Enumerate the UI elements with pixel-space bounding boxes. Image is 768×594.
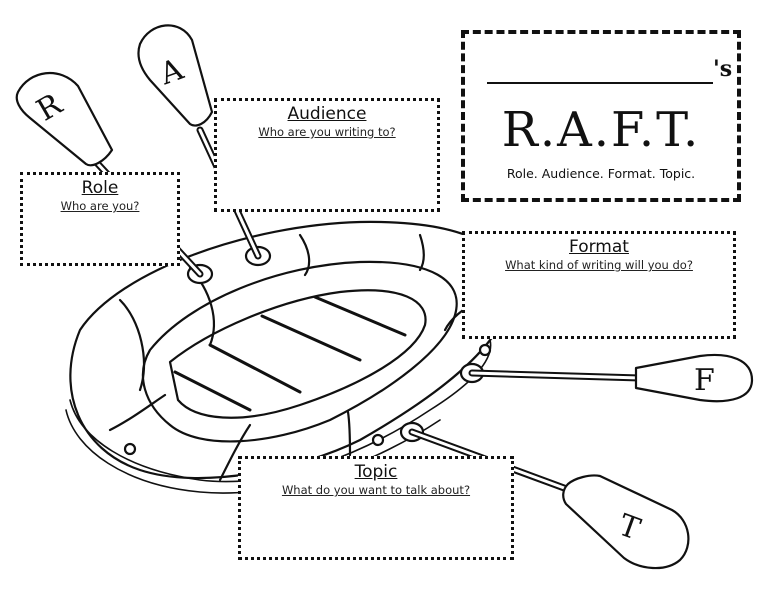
raft-outer-tube bbox=[69, 220, 513, 480]
format-heading: Format bbox=[569, 237, 629, 257]
audience-heading: Audience bbox=[287, 104, 367, 124]
name-blank-line bbox=[487, 82, 713, 84]
raft-floor-outline bbox=[168, 289, 427, 419]
role-prompt: Who are you? bbox=[60, 199, 140, 213]
raft-inner-rim bbox=[141, 260, 458, 443]
raft-acronym: R.A.F.T. bbox=[501, 102, 701, 158]
topic-box: Topic What do you want to talk about? bbox=[238, 456, 514, 560]
audience-box: Audience Who are you writing to? bbox=[214, 98, 440, 212]
topic-prompt: What do you want to talk about? bbox=[281, 483, 471, 497]
oar-letter-f: F bbox=[694, 363, 715, 398]
oar-f bbox=[468, 354, 754, 403]
format-prompt: What kind of writing will you do? bbox=[505, 258, 693, 272]
format-box: Format What kind of writing will you do? bbox=[462, 231, 736, 339]
name-possessive: 's bbox=[713, 56, 733, 82]
role-box: Role Who are you? bbox=[20, 172, 180, 266]
audience-prompt: Who are you writing to? bbox=[258, 125, 396, 139]
topic-heading: Topic bbox=[354, 462, 398, 482]
role-heading: Role bbox=[81, 178, 119, 198]
raft-subtitle: Role. Audience. Format. Topic. bbox=[506, 166, 696, 181]
raft-title-card: 's R.A.F.T. Role. Audience. Format. Topi… bbox=[461, 30, 741, 202]
